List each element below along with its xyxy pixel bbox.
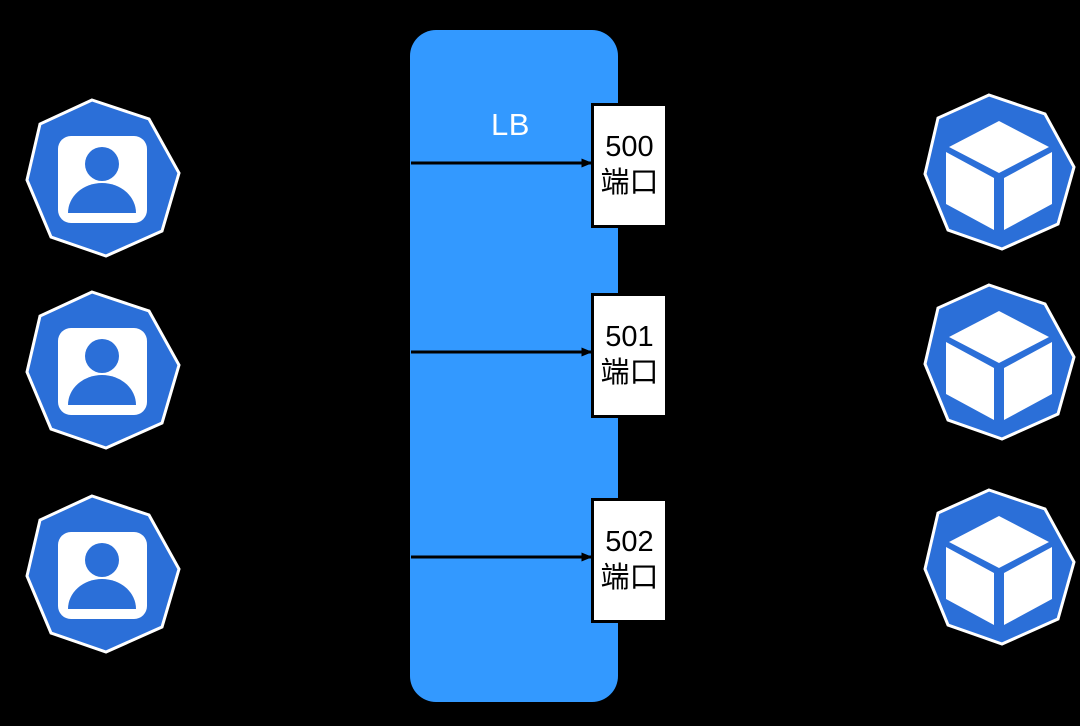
user-head-icon <box>85 543 119 577</box>
port-number: 500 <box>605 131 654 164</box>
cube-right-face-icon <box>1004 342 1052 420</box>
port-number: 501 <box>605 321 654 354</box>
port-box-500[interactable]: 500 端口 <box>591 103 668 228</box>
load-balancer-label: LB <box>491 107 530 142</box>
load-balancer-panel <box>410 30 618 702</box>
client-user-icon-1 <box>25 98 181 258</box>
cube-right-face-icon <box>1004 152 1052 230</box>
cube-left-face-icon <box>946 152 994 230</box>
port-unit-label: 端口 <box>600 166 659 199</box>
backend-container-icon-3 <box>923 488 1076 646</box>
backend-container-icon-1 <box>923 93 1076 251</box>
cube-top-face-icon <box>949 121 1049 173</box>
user-body-icon <box>68 183 136 213</box>
user-body-icon <box>68 375 136 405</box>
user-body-icon <box>68 579 136 609</box>
port-box-501[interactable]: 501 端口 <box>591 293 668 418</box>
cube-top-face-icon <box>949 311 1049 363</box>
client-user-icon-2 <box>25 290 181 450</box>
backend-container-icon-2 <box>923 283 1076 441</box>
cube-top-face-icon <box>949 516 1049 568</box>
cube-left-face-icon <box>946 547 994 625</box>
port-unit-label: 端口 <box>600 356 659 389</box>
cube-left-face-icon <box>946 342 994 420</box>
user-head-icon <box>85 339 119 373</box>
client-user-icon-3 <box>25 494 181 654</box>
user-head-icon <box>85 147 119 181</box>
port-box-502[interactable]: 502 端口 <box>591 498 668 623</box>
port-number: 502 <box>605 526 654 559</box>
cube-right-face-icon <box>1004 547 1052 625</box>
port-unit-label: 端口 <box>600 561 659 594</box>
